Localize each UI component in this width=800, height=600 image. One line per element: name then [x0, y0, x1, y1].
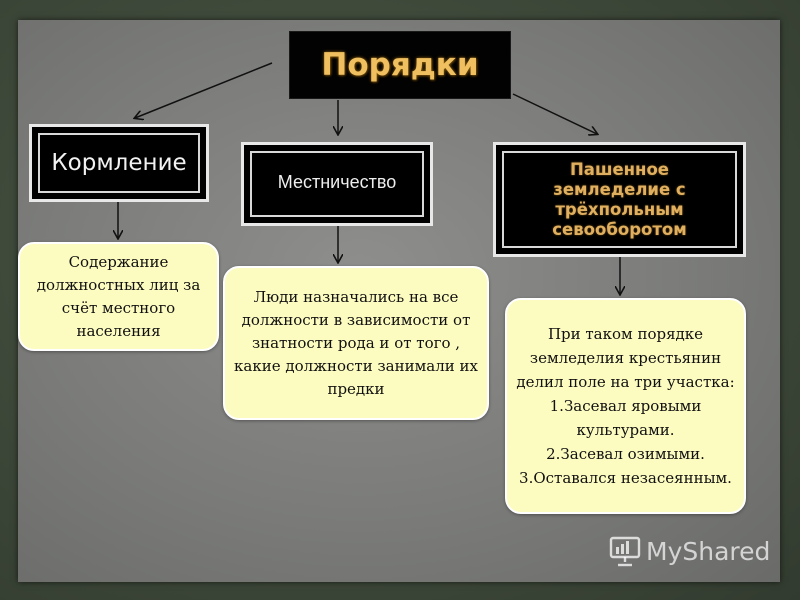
zemledelie-description-step-1: 1.Засевал яровыми культурами. — [549, 397, 702, 439]
title-text: Порядки — [321, 47, 479, 83]
zemledelie-description-intro: При таком порядке земледелия крестьянин … — [516, 325, 735, 391]
kormlenie-label: Кормление — [51, 150, 187, 176]
zemledelie-description-step-3: 3.Оставался незасеянным. — [519, 469, 732, 487]
watermark: MyShared — [608, 534, 770, 568]
mestnichestvo-description-note: Люди назначались на все должности в зави… — [223, 266, 489, 420]
mestnichestvo-label: Местничество — [277, 171, 397, 192]
zemledelie-description-note: При таком порядке земледелия крестьянин … — [505, 298, 746, 514]
zemledelie-label: Пашенное земледелие с трёхпольным севооб… — [552, 159, 687, 239]
presentation-screen-icon — [609, 536, 641, 567]
zemledelie-box: Пашенное земледелие с трёхпольным севооб… — [493, 142, 746, 257]
arrow-title-to-kormlenie — [135, 62, 273, 118]
mestnichestvo-box: Местничество — [241, 142, 433, 226]
kormlenie-box: Кормление — [29, 124, 209, 202]
kormlenie-description-note: Содержание должностных лиц за счёт местн… — [18, 242, 219, 351]
kormlenie-description: Содержание должностных лиц за счёт местн… — [36, 252, 201, 340]
mestnichestvo-description: Люди назначались на все должности в зави… — [234, 287, 478, 398]
zemledelie-description-step-2: 2.Засевал озимыми. — [546, 445, 705, 463]
title-box: Порядки — [289, 31, 511, 99]
arrow-title-to-zemledelie — [512, 93, 597, 134]
watermark-text: MyShared — [646, 536, 771, 566]
